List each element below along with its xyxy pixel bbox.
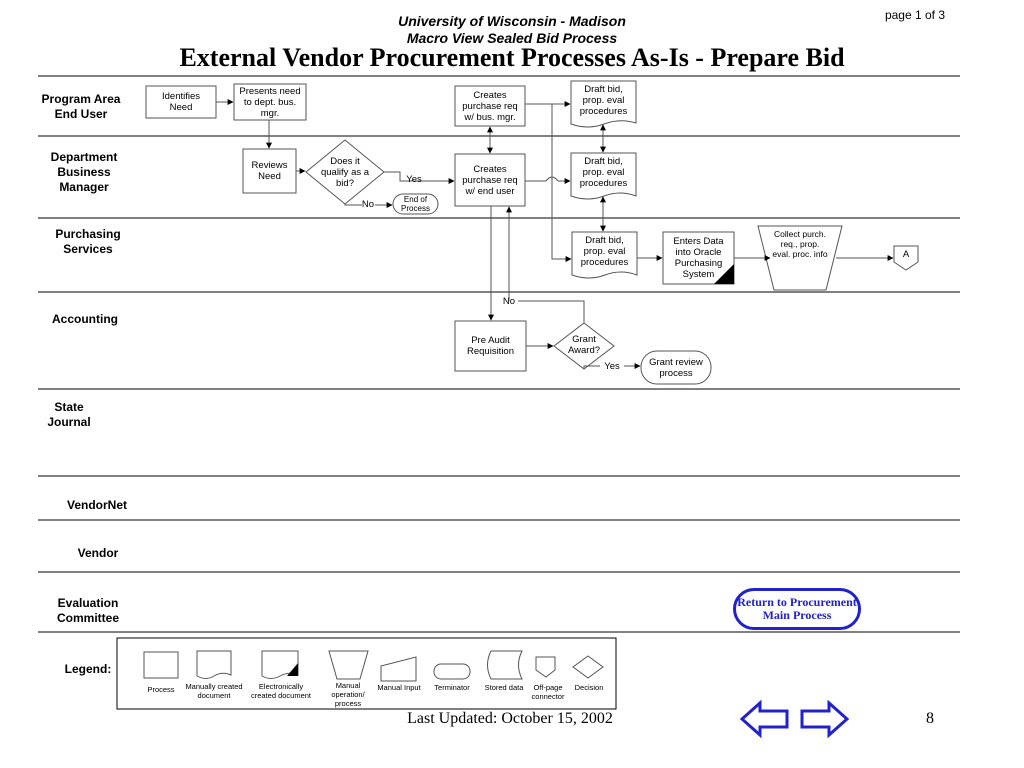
enters-data-shape [662,231,735,285]
collect-info-shape [757,225,843,291]
lane-label-purchasing-services: Purchasing Services [55,227,121,256]
draft-bid-mgr-shape [570,152,637,200]
pre-audit-text: Pre Audit Requisition [467,335,514,357]
creates-req-bus-mgr-shape [454,85,526,127]
terminator-icon [433,663,471,680]
legend-label-electronic-document: Electronically created document [250,682,312,700]
end-of-process-shape [392,193,439,215]
manual-operation-icon [328,650,369,680]
legend-label-process: Process [147,685,175,694]
legend-label-decision: Decision [574,683,604,692]
edge-label-yes-qualify: Yes [406,174,422,185]
grant-review-text: Grant review process [649,356,703,379]
creates-req-end-user-text: Creates purchase req w/ end user [462,163,518,197]
manual-document-icon [196,650,232,679]
next-page-arrow-icon[interactable] [800,699,850,739]
off-page-connector-icon [535,656,556,678]
creates-req-bus-mgr-text: Creates purchase req w/ bus. mgr. [462,89,518,123]
reviews-need-shape [242,148,297,194]
draft-bid-purch-shape [571,231,638,279]
draft-bid-purch-text: Draft bid, prop. eval procedures [580,234,629,268]
manual-input-icon [380,656,417,682]
end-of-process-text: End of Process [401,195,430,213]
university-name: University of Wisconsin - Madison [398,13,626,29]
connector-a-text: A [902,248,910,260]
draft-bid-user-text: Draft bid, prop. eval procedures [579,83,628,117]
lane-label-department-business-manager: Department Business Manager [50,150,118,194]
legend-label-manual-document: Manually created document [185,682,243,700]
decision-icon [572,655,604,679]
creates-req-end-user-shape [454,153,526,207]
identifies-need-shape [145,85,217,119]
legend-label-manual-operation: Manual operation/ process [331,681,365,708]
page-title: External Vendor Procurement Processes As… [179,43,845,72]
last-updated-date: Last Updated: October 15, 2002 [407,710,613,727]
presents-need-text: Presents need to dept. bus. mgr. [239,85,301,119]
connector-a-shape [893,245,919,271]
identifies-need-text: Identifies Need [161,91,201,113]
lane-label-evaluation-committee: Evaluation Committee [56,596,119,625]
edge-label-yes-grant: Yes [604,361,620,372]
lane-label-vendornet: VendorNet [66,498,127,512]
presents-need-shape [233,83,307,121]
lane-label-program-area-end-user: Program Area End User [41,92,121,121]
process-icon [143,651,179,679]
electronic-corner-mark [714,264,734,284]
return-to-main-process-button[interactable]: Return to Procurement Main Process [733,588,861,630]
electronic-document-corner [287,663,298,676]
page-number: 8 [926,710,934,727]
lane-dividers [38,75,960,633]
qualify-bid-text: Does it qualify as a bid? [320,155,370,189]
legend-label-manual-input: Manual Input [377,683,421,692]
legend-label-stored-data: Stored data [484,683,524,692]
draft-bid-mgr-text: Draft bid, prop. eval procedures [579,155,628,189]
legend-title: Legend: [64,662,112,676]
page-info: page 1 of 3 [884,8,945,22]
process-subtitle: Macro View Sealed Bid Process [406,30,618,46]
grant-award-text: Grant Award? [567,334,601,356]
draft-bid-user-shape [570,80,637,128]
pre-audit-shape [454,320,527,372]
previous-page-arrow-icon[interactable] [739,699,789,739]
legend-label-terminator: Terminator [434,683,470,692]
lane-label-vendor: Vendor [77,546,119,560]
reviews-need-text: Reviews Need [251,160,288,182]
enters-data-text: Enters Data into Oracle Purchasing Syste… [673,236,724,280]
lane-label-state-journal: State Journal [47,400,91,429]
stored-data-icon [487,650,523,680]
collect-info-text: Collect purch. req., prop. eval. proc. i… [772,229,828,259]
lane-label-accounting: Accounting [52,312,118,326]
grant-review-shape [640,350,712,385]
edge-label-no-grant: No [502,296,516,307]
edge-label-no-qualify: No [361,199,375,210]
legend-label-off-page-connector: Off-page connector [531,683,565,701]
